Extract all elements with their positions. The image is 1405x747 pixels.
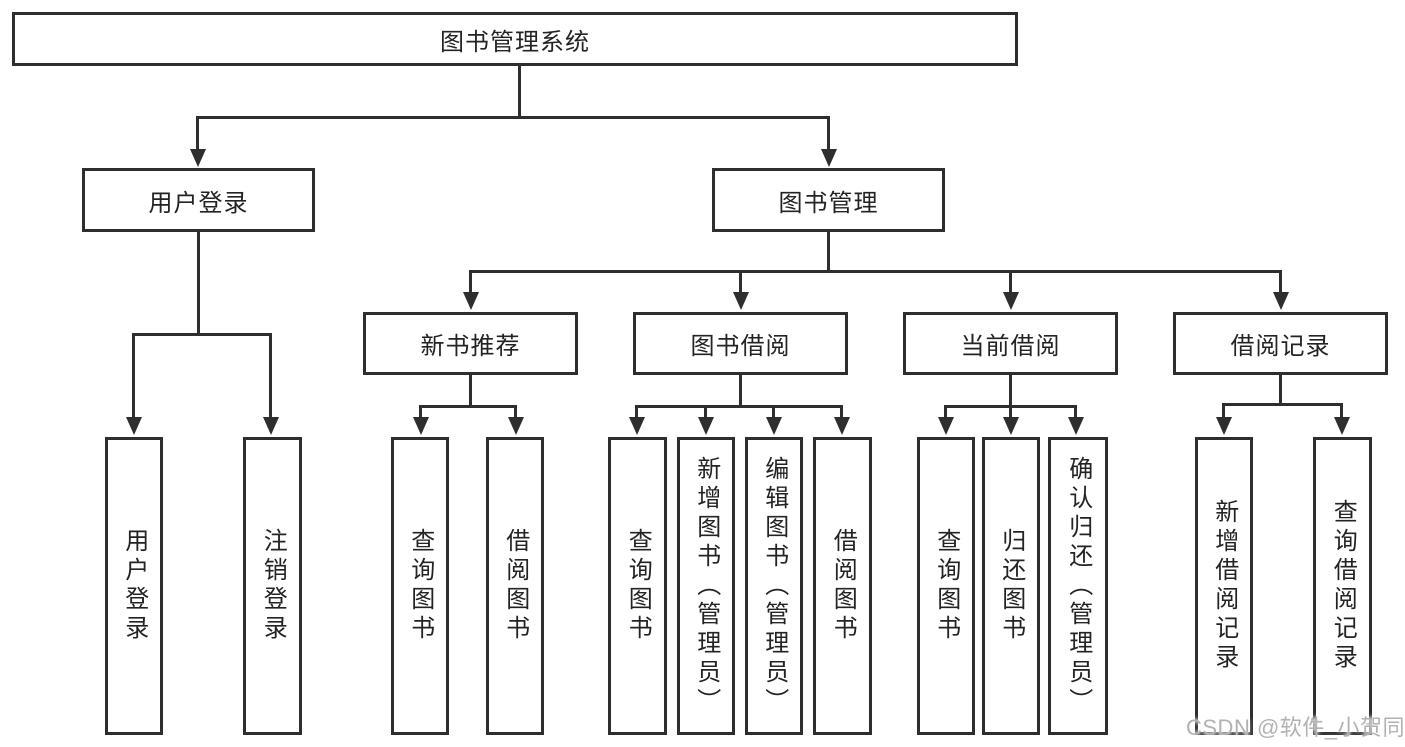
leaf-borrow-books-2-label: 借阅图书: [829, 528, 857, 644]
leaf-user-login: 用户登录: [105, 437, 163, 735]
connector-line: [132, 333, 272, 336]
leaf-query-borrow-record-label: 查询借阅记录: [1329, 499, 1357, 673]
connector-line: [739, 270, 742, 294]
node-current-borrow: 当前借阅: [903, 312, 1118, 375]
leaf-borrow-books-1: 借阅图书: [486, 437, 544, 735]
leaf-return-book-label: 归还图书: [997, 528, 1025, 644]
node-new-book-recommend-label: 新书推荐: [420, 333, 521, 360]
connector-line: [514, 405, 517, 419]
node-new-book-recommend: 新书推荐: [363, 312, 578, 375]
arrowhead-icon: [1273, 292, 1289, 310]
arrowhead-icon: [1003, 417, 1019, 435]
arrowhead-icon: [698, 417, 714, 435]
connector-line: [840, 405, 843, 419]
arrowhead-icon: [938, 417, 954, 435]
arrowhead-icon: [1334, 417, 1350, 435]
connector-line: [196, 116, 199, 152]
leaf-add-book-admin-label: 新增图书（管理员）: [692, 455, 720, 717]
arrowhead-icon: [733, 292, 749, 310]
node-book-management: 图书管理: [712, 168, 945, 232]
leaf-add-book-admin: 新增图书（管理员）: [677, 437, 735, 735]
arrowhead-icon: [834, 417, 850, 435]
arrowhead-icon: [1216, 417, 1232, 435]
connector-line: [196, 116, 830, 119]
leaf-edit-book-admin-label: 编辑图书（管理员）: [760, 455, 788, 717]
leaf-edit-book-admin: 编辑图书（管理员）: [745, 437, 803, 735]
connector-line: [635, 405, 842, 408]
node-user-login-label: 用户登录: [148, 189, 249, 217]
leaf-add-borrow-record: 新增借阅记录: [1195, 437, 1253, 735]
leaf-add-borrow-record-label: 新增借阅记录: [1210, 499, 1238, 673]
connector-line: [197, 232, 200, 335]
connector-line: [518, 66, 521, 119]
node-book-borrow: 图书借阅: [633, 312, 848, 375]
arrowhead-icon: [190, 149, 206, 167]
leaf-query-books-1-label: 查询图书: [406, 528, 434, 644]
leaf-query-books-3: 查询图书: [917, 437, 975, 735]
connector-line: [827, 232, 830, 273]
node-borrow-records: 借阅记录: [1173, 312, 1388, 375]
node-borrow-records-label: 借阅记录: [1230, 333, 1331, 360]
connector-line: [1074, 405, 1077, 419]
connector-line: [1222, 403, 1342, 406]
node-current-borrow-label: 当前借阅: [960, 333, 1061, 360]
node-user-login: 用户登录: [82, 168, 315, 232]
connector-line: [1222, 403, 1225, 419]
arrowhead-icon: [1068, 417, 1084, 435]
leaf-borrow-books-2: 借阅图书: [813, 437, 872, 735]
arrowhead-icon: [263, 417, 279, 435]
arrowhead-icon: [413, 417, 429, 435]
leaf-query-books-2-label: 查询图书: [624, 528, 652, 644]
leaf-borrow-books-1-label: 借阅图书: [501, 528, 529, 644]
leaf-user-login-label: 用户登录: [120, 528, 148, 644]
node-book-borrow-label: 图书借阅: [690, 333, 791, 360]
connector-line: [419, 405, 517, 408]
connector-line: [1279, 270, 1282, 294]
leaf-query-borrow-record: 查询借阅记录: [1313, 437, 1372, 735]
node-root-label: 图书管理系统: [440, 28, 590, 56]
connector-line: [704, 405, 707, 419]
connector-line: [635, 405, 638, 419]
arrowhead-icon: [463, 292, 479, 310]
leaf-query-books-3-label: 查询图书: [932, 528, 960, 644]
arrowhead-icon: [629, 417, 645, 435]
connector-line: [1009, 375, 1012, 408]
arrowhead-icon: [766, 417, 782, 435]
leaf-logout: 注销登录: [243, 437, 302, 735]
connector-line: [944, 405, 947, 419]
leaf-logout-label: 注销登录: [259, 528, 287, 644]
connector-line: [469, 270, 472, 294]
leaf-return-book: 归还图书: [982, 437, 1040, 735]
connector-line: [132, 333, 135, 419]
leaf-query-books-1: 查询图书: [391, 437, 449, 735]
connector-line: [469, 270, 1282, 273]
leaf-confirm-return-admin: 确认归还（管理员）: [1048, 437, 1108, 735]
node-root: 图书管理系统: [12, 12, 1018, 66]
leaf-query-books-2: 查询图书: [608, 437, 667, 735]
connector-line: [1009, 270, 1012, 294]
arrowhead-icon: [508, 417, 524, 435]
arrowhead-icon: [821, 149, 837, 167]
connector-line: [1009, 405, 1012, 419]
connector-line: [269, 333, 272, 419]
arrowhead-icon: [126, 417, 142, 435]
connector-line: [827, 116, 830, 152]
connector-line: [772, 405, 775, 419]
csdn-watermark: CSDN @软件_小贺同学: [1186, 715, 1405, 740]
arrowhead-icon: [1003, 292, 1019, 310]
node-book-management-label: 图书管理: [778, 189, 879, 217]
leaf-confirm-return-admin-label: 确认归还（管理员）: [1064, 455, 1092, 717]
connector-line: [1340, 403, 1343, 419]
connector-line: [469, 375, 472, 408]
connector-line: [419, 405, 422, 419]
connector-line: [739, 375, 742, 408]
connector-line: [1279, 375, 1282, 406]
